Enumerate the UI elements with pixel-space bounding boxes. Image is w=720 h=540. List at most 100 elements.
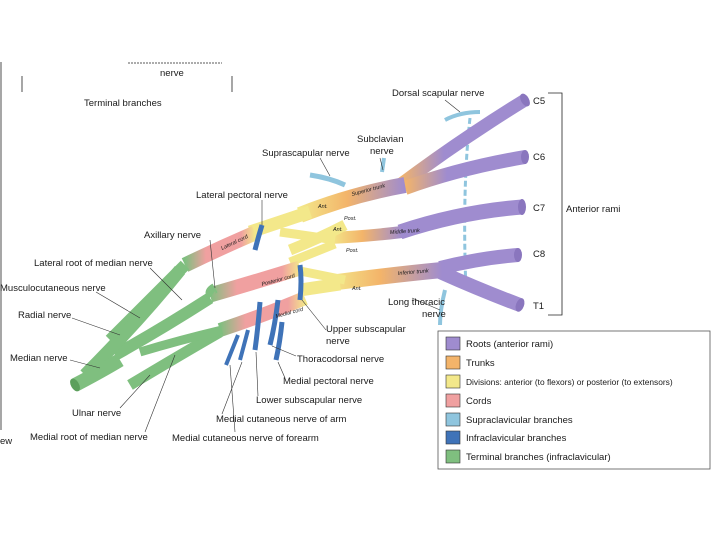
legend-swatch-divisions bbox=[445, 374, 461, 389]
lower-subscapular-label: Lower subscapular nerve bbox=[256, 395, 362, 406]
legend-swatch-supraclavicular bbox=[445, 412, 461, 427]
inferior-trunk-inline-label: Inferior trunk bbox=[398, 268, 430, 277]
medial-root-median-branch bbox=[138, 325, 224, 357]
legend-swatch-cords bbox=[445, 393, 461, 408]
root-label-t1: T1 bbox=[533, 301, 544, 312]
legend-item-trunks: Trunks bbox=[445, 355, 495, 370]
posterior-division-2-label: Post. bbox=[346, 248, 359, 254]
dorsal-scapular-label: Dorsal scapular nerve bbox=[392, 88, 484, 99]
anterior-division-3-label: Ant. bbox=[351, 286, 362, 292]
legend-swatch-roots bbox=[445, 336, 461, 351]
long-thoracic-label-line2: nerve bbox=[422, 309, 446, 320]
legend-swatch-terminal bbox=[445, 449, 461, 464]
legend-item-divisions: Divisions: anterior (to flexors) or post… bbox=[445, 374, 673, 389]
legend-label-supraclavicular: Supraclavicular branches bbox=[466, 415, 573, 426]
root-label-c6: C6 bbox=[533, 152, 545, 163]
subclavian-label-line1: Subclavian bbox=[357, 134, 403, 145]
suprascapular-branch bbox=[309, 172, 347, 188]
supraclavicular-branches bbox=[309, 110, 481, 326]
legend-swatch-trunks bbox=[445, 355, 461, 370]
legend-label-cords: Cords bbox=[466, 396, 492, 407]
root-c8 bbox=[438, 248, 519, 275]
median-branch bbox=[80, 265, 186, 380]
root-label-c5: C5 bbox=[533, 96, 545, 107]
anterior-division-2-label: Ant. bbox=[332, 227, 343, 233]
legend-item-terminal: Terminal branches (infraclavicular) bbox=[445, 449, 611, 464]
leader-lines bbox=[69, 99, 461, 433]
posterior-division-1-label: Post. bbox=[344, 216, 357, 222]
median-trunk-end bbox=[70, 378, 80, 392]
nerve-header-label: nerve bbox=[160, 68, 184, 79]
anterior-division-1 bbox=[247, 205, 313, 239]
legend-swatch-infraclavicular bbox=[445, 430, 461, 445]
root-c6 bbox=[402, 150, 527, 195]
legend-label-infraclavicular: Infraclavicular branches bbox=[466, 433, 567, 444]
legend: Roots (anterior rami) Trunks Divisions: … bbox=[437, 330, 711, 470]
root-c6-end bbox=[521, 150, 529, 164]
lateral-pectoral-branch bbox=[252, 224, 265, 251]
legend-frame bbox=[437, 330, 711, 470]
terminal-branches-group bbox=[70, 260, 224, 392]
lateral-cord bbox=[181, 226, 258, 272]
thoracodorsal-branch bbox=[267, 299, 281, 346]
roots-group bbox=[396, 93, 530, 312]
medial-pectoral-label: Medial pectoral nerve bbox=[283, 376, 374, 387]
anterior-rami-label: Anterior rami bbox=[566, 204, 620, 215]
legend-item-supraclavicular: Supraclavicular branches bbox=[445, 412, 573, 427]
legend-label-divisions: Divisions: anterior (to flexors) or post… bbox=[466, 377, 673, 387]
root-c8-end bbox=[514, 248, 522, 262]
posterior-cord bbox=[207, 260, 303, 303]
subclavian-label-line2: nerve bbox=[370, 146, 394, 157]
infraclavicular-branches bbox=[224, 224, 304, 366]
dorsal-scapular-branch bbox=[444, 110, 481, 122]
medial-cutaneous-arm-label: Medial cutaneous nerve of arm bbox=[216, 414, 347, 425]
cords-group bbox=[181, 226, 308, 337]
medial-cutaneous-forearm-label: Medial cutaneous nerve of forearm bbox=[172, 433, 319, 444]
posterior-division-2 bbox=[288, 239, 337, 267]
medial-cutaneous-arm-branch bbox=[238, 329, 250, 361]
root-c5 bbox=[396, 94, 529, 191]
long-thoracic-label-line1: Long thoracic bbox=[388, 297, 445, 308]
legend-item-infraclavicular: Infraclavicular branches bbox=[445, 430, 567, 445]
lower-subscapular-branch bbox=[252, 301, 263, 351]
legend-item-roots: Roots (anterior rami) bbox=[445, 336, 553, 351]
medial-cord bbox=[217, 291, 308, 337]
root-c7-end bbox=[518, 199, 526, 215]
root-c5-end bbox=[520, 93, 530, 107]
lateral-root-median-label: Lateral root of median nerve bbox=[34, 258, 153, 269]
root-label-c7: C7 bbox=[533, 203, 545, 214]
anterior-division-1-label: Ant. bbox=[317, 204, 328, 210]
legend-item-cords: Cords bbox=[445, 393, 492, 408]
root-label-c8: C8 bbox=[533, 249, 545, 260]
root-t1-end bbox=[515, 298, 525, 312]
upper-subscapular-label-line2: nerve bbox=[326, 336, 350, 347]
axillary-label: Axillary nerve bbox=[144, 230, 201, 241]
root-c7 bbox=[397, 199, 523, 240]
anterior-division-2 bbox=[279, 227, 336, 245]
suprascapular-label: Suprascapular nerve bbox=[262, 148, 350, 159]
superior-trunk bbox=[297, 177, 407, 223]
root-t1 bbox=[437, 265, 523, 312]
musculocutaneous-label: Musculocutaneous nerve bbox=[0, 283, 106, 294]
medial-pectoral-branch bbox=[273, 321, 285, 361]
radial-label: Radial nerve bbox=[18, 310, 71, 321]
median-trunk-distal bbox=[71, 353, 124, 392]
legend-label-roots: Roots (anterior rami) bbox=[466, 339, 553, 350]
ulnar-label: Ulnar nerve bbox=[72, 408, 121, 419]
legend-label-trunks: Trunks bbox=[466, 358, 495, 369]
radial-branch bbox=[112, 292, 214, 361]
axillary-branch bbox=[205, 283, 218, 299]
edge-fragment-label: ew bbox=[0, 436, 12, 447]
upper-subscapular-branch bbox=[297, 264, 304, 301]
upper-subscapular-label-line1: Upper subscapular bbox=[326, 324, 406, 335]
medial-cutaneous-forearm-branch bbox=[224, 334, 240, 366]
subclavian-branch bbox=[380, 157, 386, 173]
thoracodorsal-label: Thoracodorsal nerve bbox=[297, 354, 384, 365]
medial-root-median-label: Medial root of median nerve bbox=[30, 432, 148, 443]
anterior-rami-bracket bbox=[548, 92, 563, 316]
median-label: Median nerve bbox=[10, 353, 68, 364]
middle-trunk-inline-label: Middle trunk bbox=[390, 228, 421, 236]
middle-trunk bbox=[329, 226, 403, 244]
legend-label-terminal: Terminal branches (infraclavicular) bbox=[466, 452, 611, 463]
